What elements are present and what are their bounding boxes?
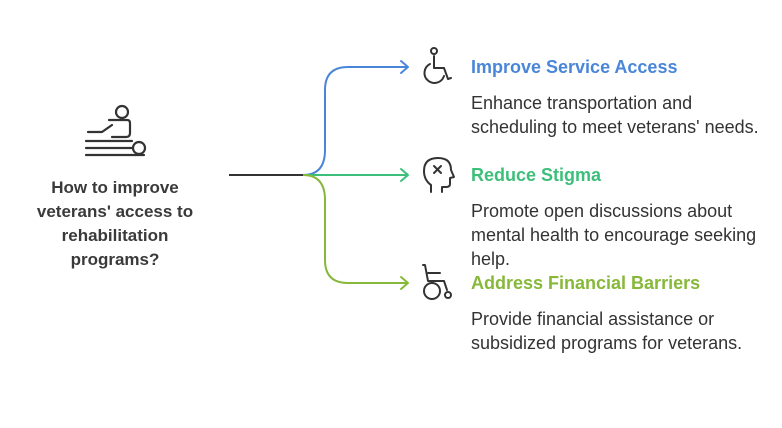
branch-desc-service-access: Enhance transportation and scheduling to…: [471, 93, 759, 137]
connector-financial: [302, 174, 408, 284]
branch-desc-financial: Provide financial assistance or subsidiz…: [471, 309, 743, 353]
wheelchair-icon: [422, 264, 452, 300]
accessibility-icon: [423, 47, 452, 84]
connector-service-access: [302, 66, 408, 176]
head-profile-icon: [423, 157, 455, 193]
arrowhead-financial: [400, 276, 409, 290]
arrowhead-service-access: [400, 60, 409, 74]
branch-title-service-access: Improve Service Access: [471, 57, 678, 77]
arrowhead-stigma: [400, 168, 409, 182]
branch-title-stigma: Reduce Stigma: [471, 165, 602, 185]
branch-desc-stigma: Promote open discussions about mental he…: [471, 201, 757, 269]
root-question: How to improve veterans' access to rehab…: [36, 178, 194, 269]
branch-title-financial: Address Financial Barriers: [471, 273, 701, 293]
massage-therapy-icon: [84, 104, 147, 157]
